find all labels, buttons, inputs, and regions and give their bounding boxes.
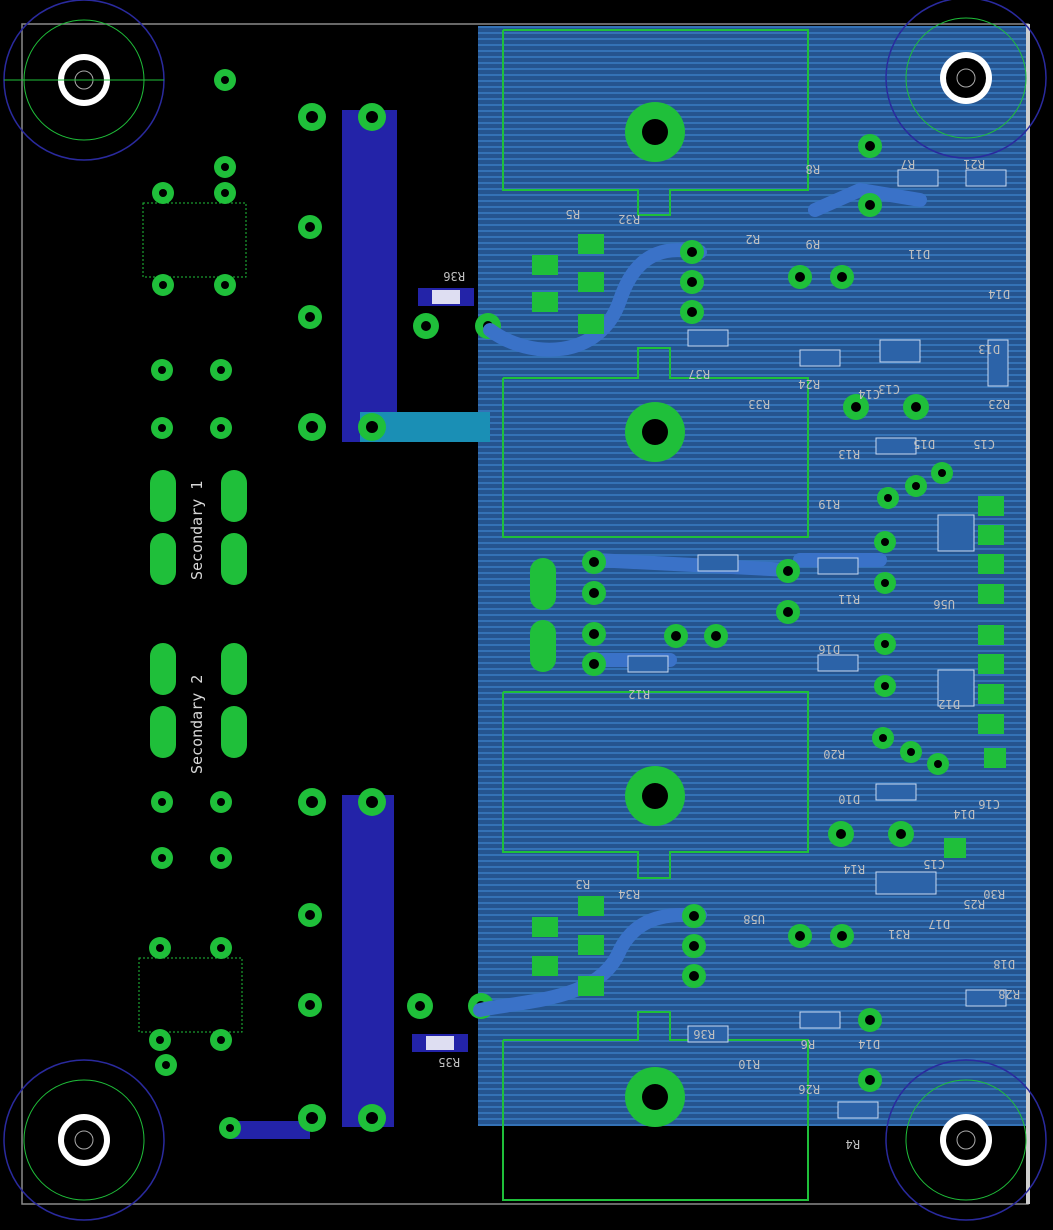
transistor-outline-1 xyxy=(502,29,809,216)
transformer-footprint-1 xyxy=(142,202,247,278)
component-ref-label: D15 xyxy=(913,437,935,451)
component-ref-label: R30 xyxy=(983,887,1005,901)
component-ref-label: C16 xyxy=(978,797,1000,811)
middle-oval-pads xyxy=(530,558,556,672)
bus-pads xyxy=(298,103,386,1132)
component-ref-label: U56 xyxy=(933,597,955,611)
smd-components xyxy=(627,169,1009,1119)
mounting-hole-top-right xyxy=(885,0,1047,159)
component-ref-label: D16 xyxy=(818,642,840,656)
component-ref-label: R21 xyxy=(963,157,985,171)
component-ref-label: C14 xyxy=(858,387,880,401)
component-ref-label: R14 xyxy=(843,862,865,876)
label-r35: R35 xyxy=(438,1055,460,1069)
component-ref-label: U58 xyxy=(743,912,765,926)
bottom-traces xyxy=(473,182,927,1017)
component-ref-label: R31 xyxy=(888,927,910,941)
component-ref-label: D14 xyxy=(988,287,1010,301)
component-ref-label: D12 xyxy=(938,697,960,711)
left-pads xyxy=(149,69,241,1139)
component-ref-label: R20 xyxy=(823,747,845,761)
copper-pour-bottom xyxy=(478,26,1026,1126)
component-ref-label: R10 xyxy=(738,1057,760,1071)
transistor-outline-2 xyxy=(502,347,809,538)
component-ref-label: R8 xyxy=(806,162,820,176)
component-ref-label: R4 xyxy=(846,1137,860,1151)
component-ref-label: D14 xyxy=(953,807,975,821)
component-ref-label: D11 xyxy=(908,247,930,261)
transistor-outline-4 xyxy=(502,1011,809,1201)
component-ref-label: R9 xyxy=(806,237,820,251)
component-ref-label: R2 xyxy=(746,232,760,246)
component-ref-label: R34 xyxy=(618,887,640,901)
label-secondary-2: Secondary 2 xyxy=(188,675,206,774)
component-ref-label: D13 xyxy=(978,342,1000,356)
component-ref-label: R7 xyxy=(901,157,915,171)
component-ref-label: R12 xyxy=(628,687,650,701)
component-ref-label: R26 xyxy=(798,1082,820,1096)
component-ref-label: C15 xyxy=(923,857,945,871)
component-ref-label: D17 xyxy=(928,917,950,931)
component-ref-label: R23 xyxy=(988,397,1010,411)
mounting-hole-bottom-left xyxy=(3,1059,165,1221)
component-ref-label: D10 xyxy=(838,792,860,806)
component-ref-label: D14 xyxy=(858,1037,880,1051)
component-ref-label: R6 xyxy=(801,1037,815,1051)
bus-bar-bottom xyxy=(342,795,394,1127)
secondary-1-pads xyxy=(150,470,247,585)
transformer-footprint-2 xyxy=(138,957,243,1033)
component-ref-label: R24 xyxy=(798,377,820,391)
small-pads xyxy=(532,234,966,996)
component-ref-label: R36 xyxy=(693,1027,715,1041)
component-ref-label: C15 xyxy=(973,437,995,451)
component-ref-label: R33 xyxy=(748,397,770,411)
component-ref-label: R28 xyxy=(998,987,1020,1001)
component-ref-label: R32 xyxy=(618,212,640,226)
right-pads xyxy=(582,134,953,1092)
label-r36: R36 xyxy=(443,269,465,283)
secondary-2-pads xyxy=(150,643,247,758)
label-secondary-1: Secondary 1 xyxy=(188,481,206,580)
component-ref-label: D18 xyxy=(993,957,1015,971)
component-ref-label: R3 xyxy=(576,877,590,891)
mounting-hole-top-left xyxy=(3,0,165,161)
component-ref-label: R25 xyxy=(963,897,985,911)
diode-pads xyxy=(978,496,1006,768)
component-ref-label: R5 xyxy=(566,207,580,221)
transistor-outline-3 xyxy=(502,691,809,879)
component-ref-label: R19 xyxy=(818,497,840,511)
mounting-hole-bottom-right xyxy=(885,1059,1047,1221)
component-ref-label: R13 xyxy=(838,447,860,461)
component-ref-label: R11 xyxy=(838,592,860,606)
component-ref-label: R37 xyxy=(688,367,710,381)
bus-bar-top xyxy=(342,110,397,442)
component-ref-label: C13 xyxy=(878,382,900,396)
